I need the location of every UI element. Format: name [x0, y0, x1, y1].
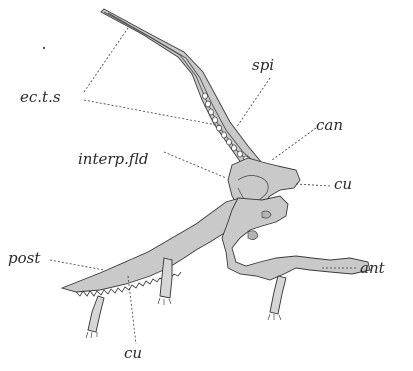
anterior-knob-1 — [248, 231, 258, 240]
label-spi: spi — [252, 56, 274, 74]
bristle-right — [268, 276, 286, 320]
leader-can — [272, 128, 316, 160]
anterior-knob-2 — [262, 211, 271, 218]
label-cu-bottom: cu — [124, 344, 142, 362]
leader-interp — [164, 152, 226, 178]
stray-dot — [43, 47, 45, 49]
leader-ects-upper — [84, 28, 128, 92]
leader-cu-right — [296, 184, 330, 186]
leader-spi — [236, 78, 270, 128]
label-cu-right: cu — [334, 175, 352, 193]
leader-cu-bottom — [128, 276, 136, 344]
posterior-cuticle-arm — [62, 198, 246, 292]
label-ant: ant — [360, 259, 386, 277]
label-interp-fld: interp.fld — [78, 150, 149, 168]
label-post: post — [8, 249, 41, 267]
anterior-cuticle-arm — [222, 196, 370, 280]
label-ects: ec.t.s — [20, 88, 61, 106]
leader-ects-lower — [84, 100, 222, 126]
leader-post — [50, 260, 104, 270]
label-can: can — [316, 116, 343, 134]
bristle-left — [86, 296, 104, 338]
